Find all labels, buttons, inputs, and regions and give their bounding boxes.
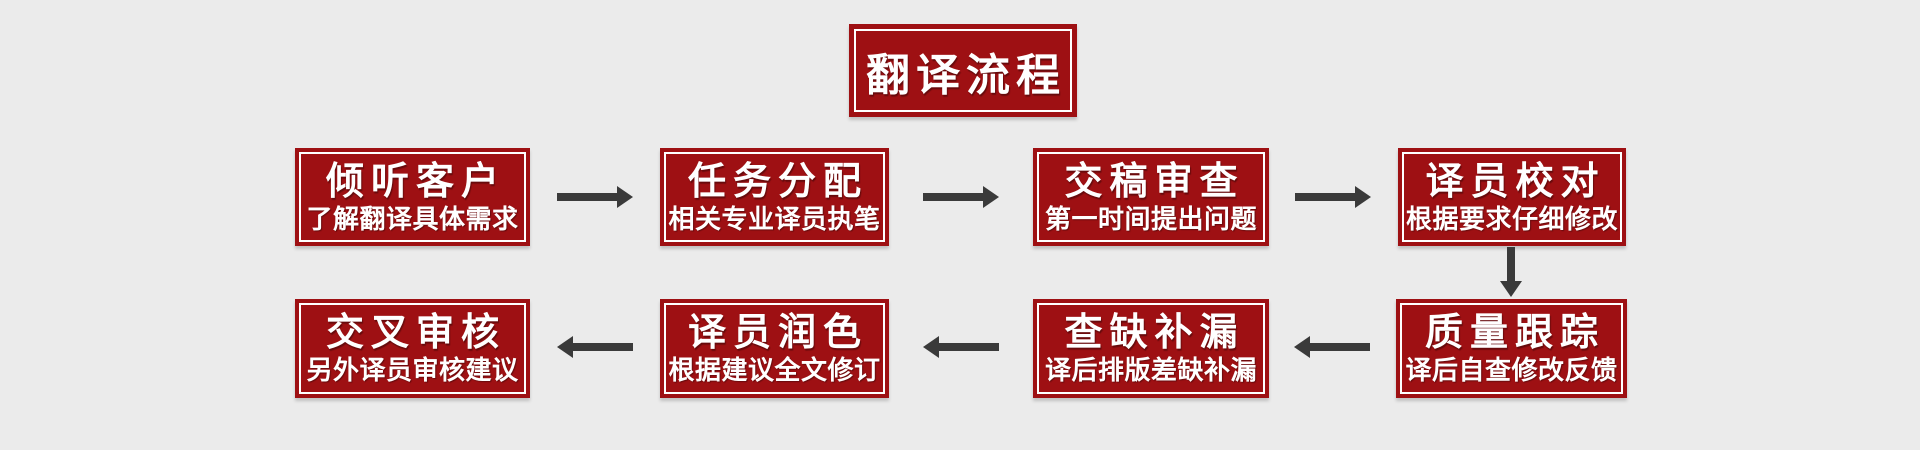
- arrow-head: [923, 336, 939, 358]
- arrow-right-icon: [923, 186, 999, 208]
- flow-step-gap-filling: 查缺补漏 译后排版差缺补漏: [1033, 299, 1269, 398]
- step-title: 倾听客户: [325, 160, 506, 203]
- step-title: 质量跟踪: [1424, 312, 1605, 354]
- arrow-head: [1294, 336, 1310, 358]
- arrow-head: [1355, 186, 1371, 208]
- step-frame: 质量跟踪 译后自查修改反馈: [1400, 303, 1623, 394]
- step-subtitle: 第一时间提出问题: [1044, 203, 1257, 234]
- step-frame: 倾听客户 了解翻译具体需求: [299, 152, 526, 242]
- arrow-shaft: [1308, 343, 1370, 351]
- step-title: 交稿审查: [1064, 160, 1245, 203]
- step-frame: 交稿审查 第一时间提出问题: [1037, 152, 1265, 242]
- step-frame: 交叉审核 另外译员审核建议: [299, 303, 526, 394]
- step-frame: 任务分配 相关专业译员执笔: [664, 152, 885, 242]
- step-subtitle: 了解翻译具体需求: [306, 203, 519, 234]
- step-title: 译员校对: [1425, 160, 1606, 203]
- flow-step-task-assignment: 任务分配 相关专业译员执笔: [660, 148, 889, 246]
- diagram-title-frame: 翻译流程: [854, 29, 1072, 112]
- flow-step-cross-review: 交叉审核 另外译员审核建议: [295, 299, 530, 398]
- arrow-left-icon: [557, 336, 633, 358]
- arrow-left-icon: [1294, 336, 1370, 358]
- step-frame: 译员润色 根据建议全文修订: [664, 303, 885, 394]
- arrow-shaft: [1295, 193, 1357, 201]
- arrow-head: [617, 186, 633, 208]
- flow-step-quality-tracking: 质量跟踪 译后自查修改反馈: [1396, 299, 1627, 398]
- step-frame: 查缺补漏 译后排版差缺补漏: [1037, 303, 1265, 394]
- arrow-shaft: [557, 193, 619, 201]
- arrow-head: [557, 336, 573, 358]
- diagram-title-box: 翻译流程: [849, 24, 1077, 117]
- step-subtitle: 根据要求仔细修改: [1405, 203, 1618, 234]
- arrow-down-icon: [1500, 247, 1522, 297]
- diagram-title: 翻译流程: [866, 50, 1066, 100]
- flow-step-translator-proofreading: 译员校对 根据要求仔细修改: [1398, 148, 1626, 246]
- flow-step-draft-review: 交稿审查 第一时间提出问题: [1033, 148, 1269, 246]
- step-title: 任务分配: [687, 160, 868, 203]
- step-frame: 译员校对 根据要求仔细修改: [1402, 152, 1622, 242]
- flow-step-listen-to-client: 倾听客户 了解翻译具体需求: [295, 148, 530, 246]
- flow-step-translator-polishing: 译员润色 根据建议全文修订: [660, 299, 889, 398]
- step-subtitle: 相关专业译员执笔: [668, 203, 881, 234]
- arrow-head: [983, 186, 999, 208]
- arrow-shaft: [937, 343, 999, 351]
- arrow-head: [1500, 281, 1522, 297]
- arrow-shaft: [1507, 247, 1515, 285]
- step-title: 译员润色: [687, 312, 868, 354]
- step-subtitle: 译后排版差缺补漏: [1044, 355, 1257, 385]
- arrow-left-icon: [923, 336, 999, 358]
- arrow-shaft: [571, 343, 633, 351]
- step-title: 交叉审核: [325, 312, 506, 354]
- step-subtitle: 另外译员审核建议: [306, 355, 519, 385]
- step-subtitle: 译后自查修改反馈: [1405, 355, 1618, 385]
- arrow-right-icon: [1295, 186, 1371, 208]
- step-title: 查缺补漏: [1064, 312, 1245, 354]
- arrow-right-icon: [557, 186, 633, 208]
- step-subtitle: 根据建议全文修订: [668, 355, 881, 385]
- arrow-shaft: [923, 193, 985, 201]
